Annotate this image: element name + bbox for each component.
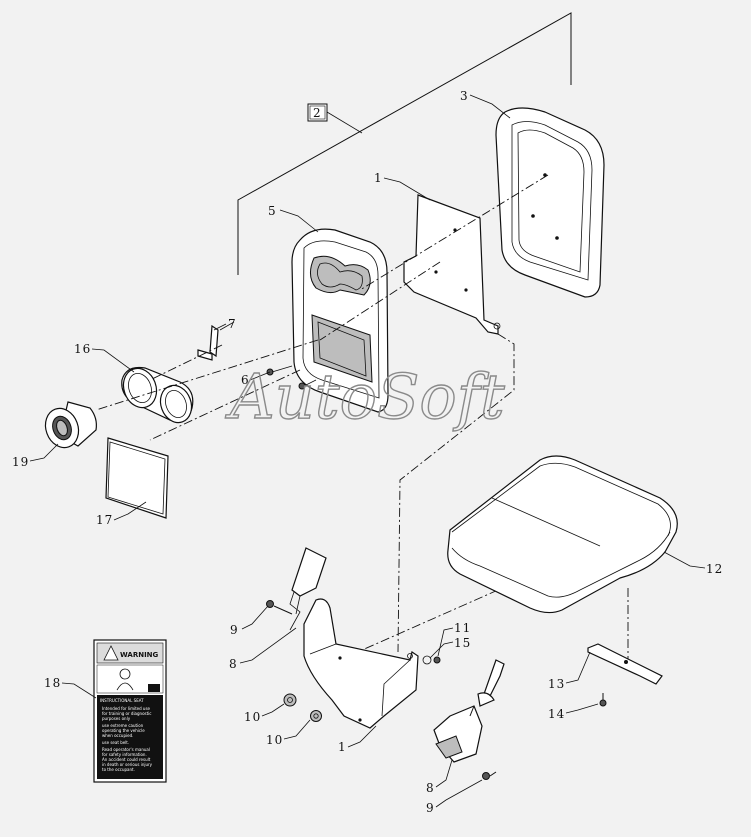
back-frame-front [291,228,389,413]
warning-decal: WARNING INSTRUCTIONAL SEAT Intended for … [93,639,167,783]
bolt-9-bottom [482,771,497,780]
back-mounting-plate [403,194,501,335]
alignment-lines [95,174,629,663]
callout-16: 16 [74,342,91,356]
callout-9-left: 9 [230,623,239,637]
watermark-text: AutoSoft [225,360,505,433]
seat-cushion [447,455,678,614]
callout-19: 19 [12,455,29,469]
warning-line: Read operator's manual [102,747,150,752]
callout-10-lower: 10 [266,733,283,747]
callout-18: 18 [44,676,61,690]
warning-line: when occupied. [102,733,133,738]
warning-line: Intended for limited use [102,706,151,711]
warning-subheading: INSTRUCTIONAL SEAT [100,698,144,703]
callout-13: 13 [548,677,565,691]
seat-belt-buckle-left [289,547,327,631]
seat-bracket-strip [587,643,663,685]
callout-17: 17 [96,513,113,527]
callout-12: 12 [706,562,723,576]
bolt-9-left [266,600,293,615]
callout-8-left: 8 [229,657,238,671]
warning-heading: WARNING [120,651,159,659]
callout-11: 11 [454,621,471,635]
callout-6: 6 [241,373,250,387]
assembly-bracket [237,12,572,275]
clip-part [197,321,235,361]
warning-line: for safety information. [102,752,147,757]
leader-lines [29,94,706,808]
flat-plate [105,437,169,519]
callout-7: 7 [228,317,237,331]
callout-15: 15 [454,636,471,650]
bolt-14 [599,693,607,707]
cup-holder-ring [121,366,194,424]
warning-line: use seat belt. [102,740,129,745]
warning-line: use extreme caution [102,723,144,728]
callout-5: 5 [268,204,277,218]
warning-line: in death or serious injury [102,762,153,767]
seat-mounting-bracket [303,598,419,729]
warning-line: An accident could result [102,757,151,762]
back-cushion-rear [495,107,605,298]
washer-bolt [422,655,441,665]
warning-line: to the occupant. [102,767,135,772]
callout-8-right: 8 [426,781,435,795]
callout-9-bottom: 9 [426,801,435,815]
seat-belt-retractor [433,659,505,763]
callout-14: 14 [548,707,565,721]
callout-3: 3 [460,89,469,103]
callout-2: 2 [313,106,322,120]
warning-line: purposes only [102,716,131,721]
nuts [283,693,322,722]
callout-1-top: 1 [374,171,383,185]
grommet-cup [44,401,97,449]
callout-labels: 2 3 1 5 7 16 6 19 17 12 9 8 11 15 18 10 … [12,89,723,815]
callout-10-upper: 10 [244,710,261,724]
warning-line: for training or diagnostic [102,711,152,716]
callout-1-bottom: 1 [338,740,347,754]
warning-line: operating the vehicle [102,728,145,733]
